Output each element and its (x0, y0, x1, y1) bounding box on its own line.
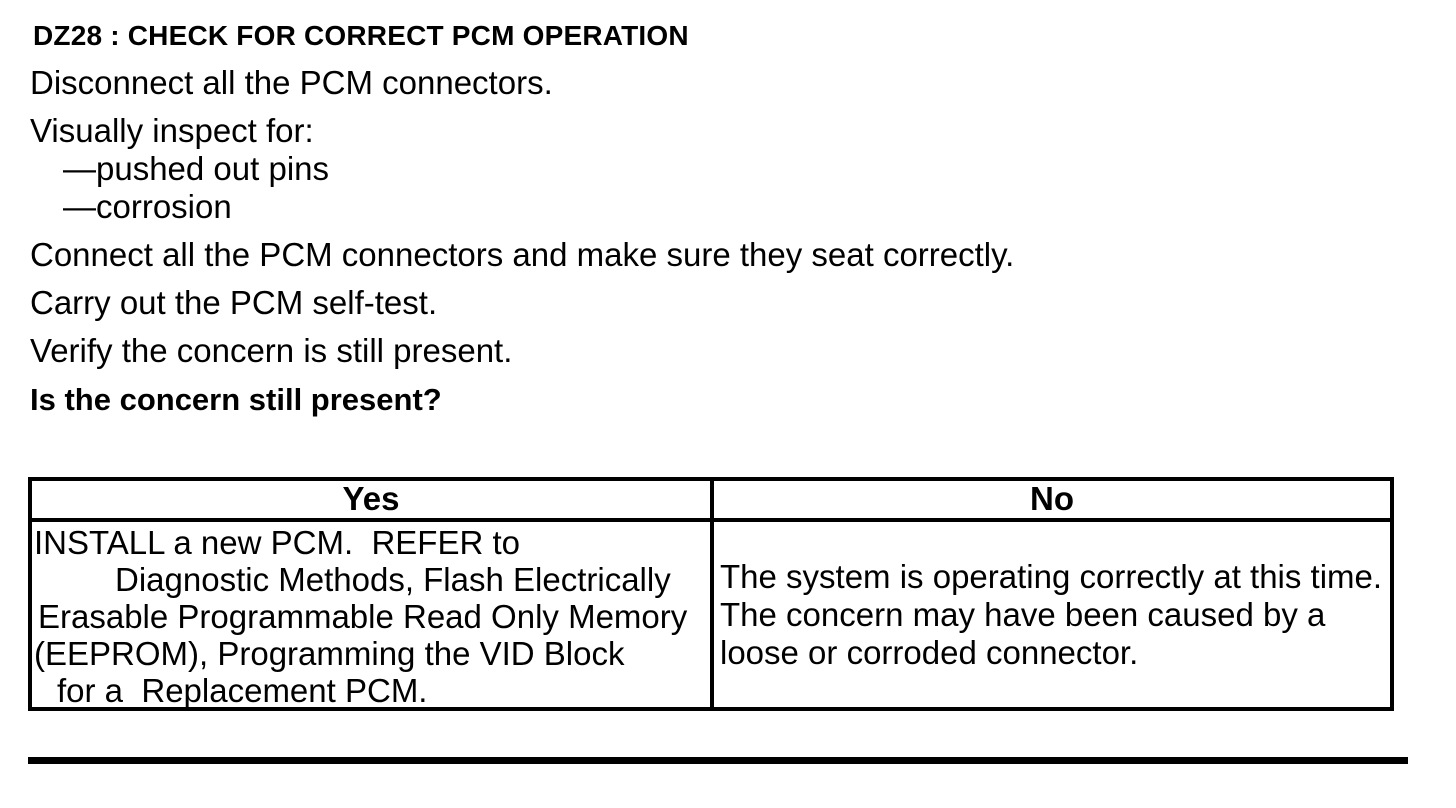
procedure-step-5: Verify the concern is still present. (30, 332, 513, 369)
yes-result-line: (EEPROM), Programming the VID Block (34, 635, 625, 672)
no-result-cell: The system is operating correctly at thi… (714, 522, 1390, 707)
yes-result-line: INSTALL a new PCM. REFER to (34, 524, 520, 561)
inspect-item-2: —corrosion (63, 188, 232, 225)
procedure-step-4: Carry out the PCM self-test. (30, 284, 438, 321)
page-bottom-rule (28, 757, 1408, 764)
yes-result-line: for a Replacement PCM. (57, 672, 428, 707)
decision-question: Is the concern still present? (30, 382, 442, 417)
no-result-line: The system is operating correctly at thi… (720, 557, 1383, 595)
inspect-item-1: —pushed out pins (63, 150, 330, 187)
no-result-line: loose or corroded connector. (720, 633, 1139, 671)
procedure-step-1: Disconnect all the PCM connectors. (30, 64, 553, 101)
yes-result-line: Erasable Programmable Read Only Memory (38, 598, 688, 635)
yes-result-line: Diagnostic Methods, Flash Electrically (115, 561, 671, 598)
yes-result-cell: INSTALL a new PCM. REFER to Diagnostic M… (32, 522, 714, 707)
pinpoint-test-heading: DZ28 : CHECK FOR CORRECT PCM OPERATION (33, 20, 689, 51)
procedure-step-3: Connect all the PCM connectors and make … (30, 236, 1015, 273)
no-result-line: The concern may have been caused by a (720, 595, 1326, 633)
procedure-step-2: Visually inspect for: (30, 112, 314, 149)
no-column-header: No (714, 481, 1390, 522)
decision-table: Yes No INSTALL a new PCM. REFER to Diagn… (28, 477, 1394, 711)
yes-column-header: Yes (32, 481, 714, 522)
